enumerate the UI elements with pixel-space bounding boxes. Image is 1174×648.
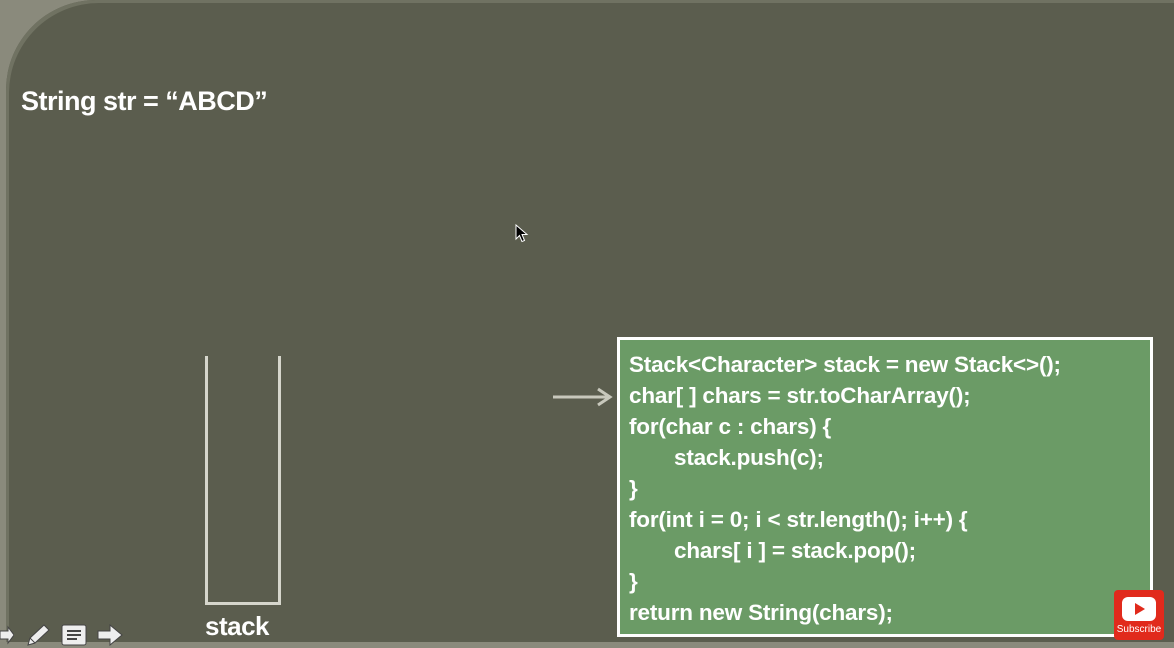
- stack-label: stack: [205, 611, 270, 641]
- menu-icon[interactable]: [60, 623, 88, 647]
- code-line: for(int i = 0; i < str.length(); i++) {: [629, 507, 968, 532]
- subscribe-label: Subscribe: [1116, 624, 1162, 635]
- previous-icon[interactable]: [0, 623, 14, 647]
- code-line: for(char c : chars) {: [629, 414, 832, 439]
- youtube-play-icon: [1122, 597, 1156, 621]
- pointer-arrow-icon: [552, 386, 614, 413]
- pen-icon[interactable]: [24, 623, 52, 647]
- next-icon[interactable]: [96, 623, 124, 647]
- stack-container: [205, 356, 281, 605]
- code-line: }: [629, 569, 638, 594]
- code-line: chars[ i ] = stack.pop();: [674, 538, 916, 563]
- code-line: Stack<Character> stack = new Stack<>();: [629, 352, 1061, 377]
- mouse-cursor-icon: [515, 223, 529, 249]
- code-line: stack.push(c);: [674, 445, 824, 470]
- code-line: }: [629, 476, 638, 501]
- code-box: Stack<Character> stack = new Stack<>(); c…: [617, 337, 1153, 637]
- code-line: return new String(chars);: [629, 600, 893, 625]
- slideshow-controls: [0, 622, 132, 648]
- slide-title: String str = “ABCD”: [21, 86, 268, 116]
- youtube-subscribe-button[interactable]: Subscribe: [1114, 590, 1164, 640]
- code-line: char[ ] chars = str.toCharArray();: [629, 383, 971, 408]
